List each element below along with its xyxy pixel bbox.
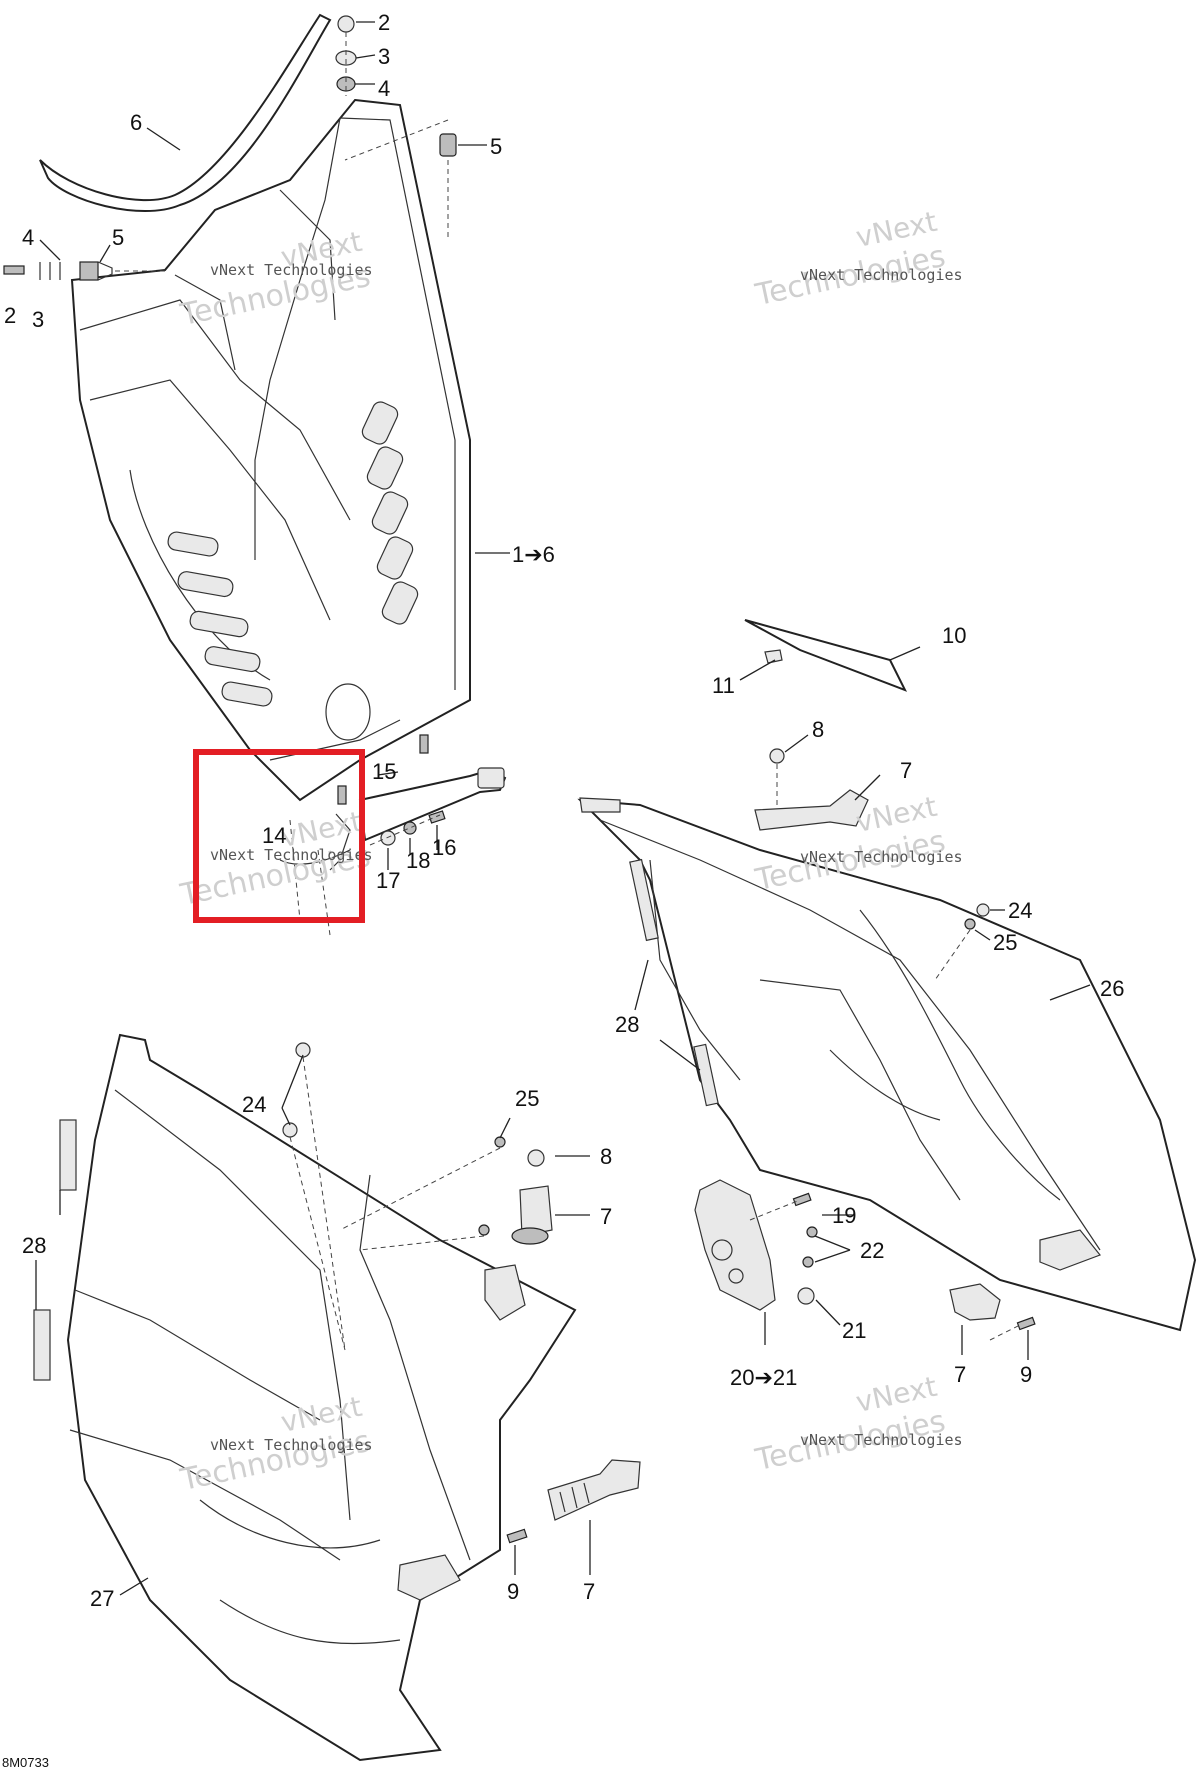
callout: 5 — [112, 225, 124, 250]
lower-right-panel — [577, 797, 1197, 1332]
watermark-caption: vNext Technologies — [210, 1436, 373, 1454]
callout: 7 — [954, 1362, 966, 1387]
callout: 1➔6 — [512, 542, 555, 567]
callout: 4 — [22, 225, 34, 250]
callout: 4 — [378, 76, 390, 101]
callout: 9 — [1020, 1362, 1032, 1387]
callout: 3 — [32, 307, 44, 332]
callout: 10 — [942, 623, 966, 648]
bracket-plate — [694, 1179, 818, 1311]
callout: 14 — [262, 823, 286, 848]
callout: 25 — [515, 1086, 539, 1111]
highlight-box — [193, 749, 365, 923]
callout: 25 — [993, 930, 1017, 955]
watermark: vNext Technologies — [752, 205, 949, 314]
callout: 6 — [130, 110, 142, 135]
callout: 18 — [406, 848, 430, 873]
left-vents — [129, 469, 273, 707]
watermark-caption: vNext Technologies — [210, 846, 373, 864]
fasteners-24-25-left — [282, 1042, 506, 1351]
leader-lines — [35, 21, 1091, 1596]
callout: 27 — [90, 1586, 114, 1611]
strap — [39, 13, 332, 213]
callout: 26 — [1100, 976, 1124, 1001]
svg-text:Technologies: Technologies — [177, 1424, 374, 1499]
fasteners-16-18 — [369, 810, 446, 846]
watermark-caption: vNext Technologies — [210, 261, 373, 279]
callout: 2 — [378, 10, 390, 35]
left-fasteners — [3, 261, 165, 281]
callout: 22 — [860, 1238, 884, 1263]
trim-piece — [744, 619, 908, 692]
callout: 7 — [600, 1204, 612, 1229]
handle-right — [949, 1283, 1036, 1341]
callout: 28 — [615, 1012, 639, 1037]
callout: 15 — [372, 759, 396, 784]
callout: 24 — [242, 1092, 266, 1117]
callout: 24 — [1008, 898, 1032, 923]
top-fasteners — [335, 15, 457, 240]
bracket — [279, 734, 507, 936]
upper-panel — [70, 98, 471, 802]
handle-upper — [754, 748, 869, 831]
callout: 9 — [507, 1579, 519, 1604]
handle-middle — [511, 1149, 553, 1245]
drawing-code: 8M0733 — [2, 1755, 49, 1770]
watermark-caption: vNext Technologies — [800, 266, 963, 284]
callout: 3 — [378, 44, 390, 69]
callout: 7 — [900, 758, 912, 783]
callout: 11 — [712, 673, 735, 698]
callout: 21 — [842, 1318, 866, 1343]
lower-left-panel — [66, 1033, 577, 1762]
callout: 28 — [22, 1233, 46, 1258]
callout: 20➔21 — [730, 1365, 797, 1390]
callout: 5 — [490, 134, 502, 159]
callout: 17 — [376, 868, 400, 893]
watermark-caption: vNext Technologies — [800, 1431, 963, 1449]
callout: 19 — [832, 1203, 856, 1228]
watermark-caption: vNext Technologies — [800, 848, 963, 866]
callout: 16 — [432, 835, 456, 860]
callout: 8 — [812, 717, 824, 742]
callout: 8 — [600, 1144, 612, 1169]
callout: 2 — [4, 303, 16, 328]
right-vents — [361, 401, 419, 625]
handle-bottom — [506, 1459, 641, 1544]
callout: 7 — [583, 1579, 595, 1604]
callout-labels: 2 3 4 5 6 4 5 2 3 1➔6 10 11 8 7 15 14 17… — [4, 10, 1124, 1611]
side-strips — [33, 858, 719, 1381]
fasteners-24-25-right — [934, 903, 990, 981]
